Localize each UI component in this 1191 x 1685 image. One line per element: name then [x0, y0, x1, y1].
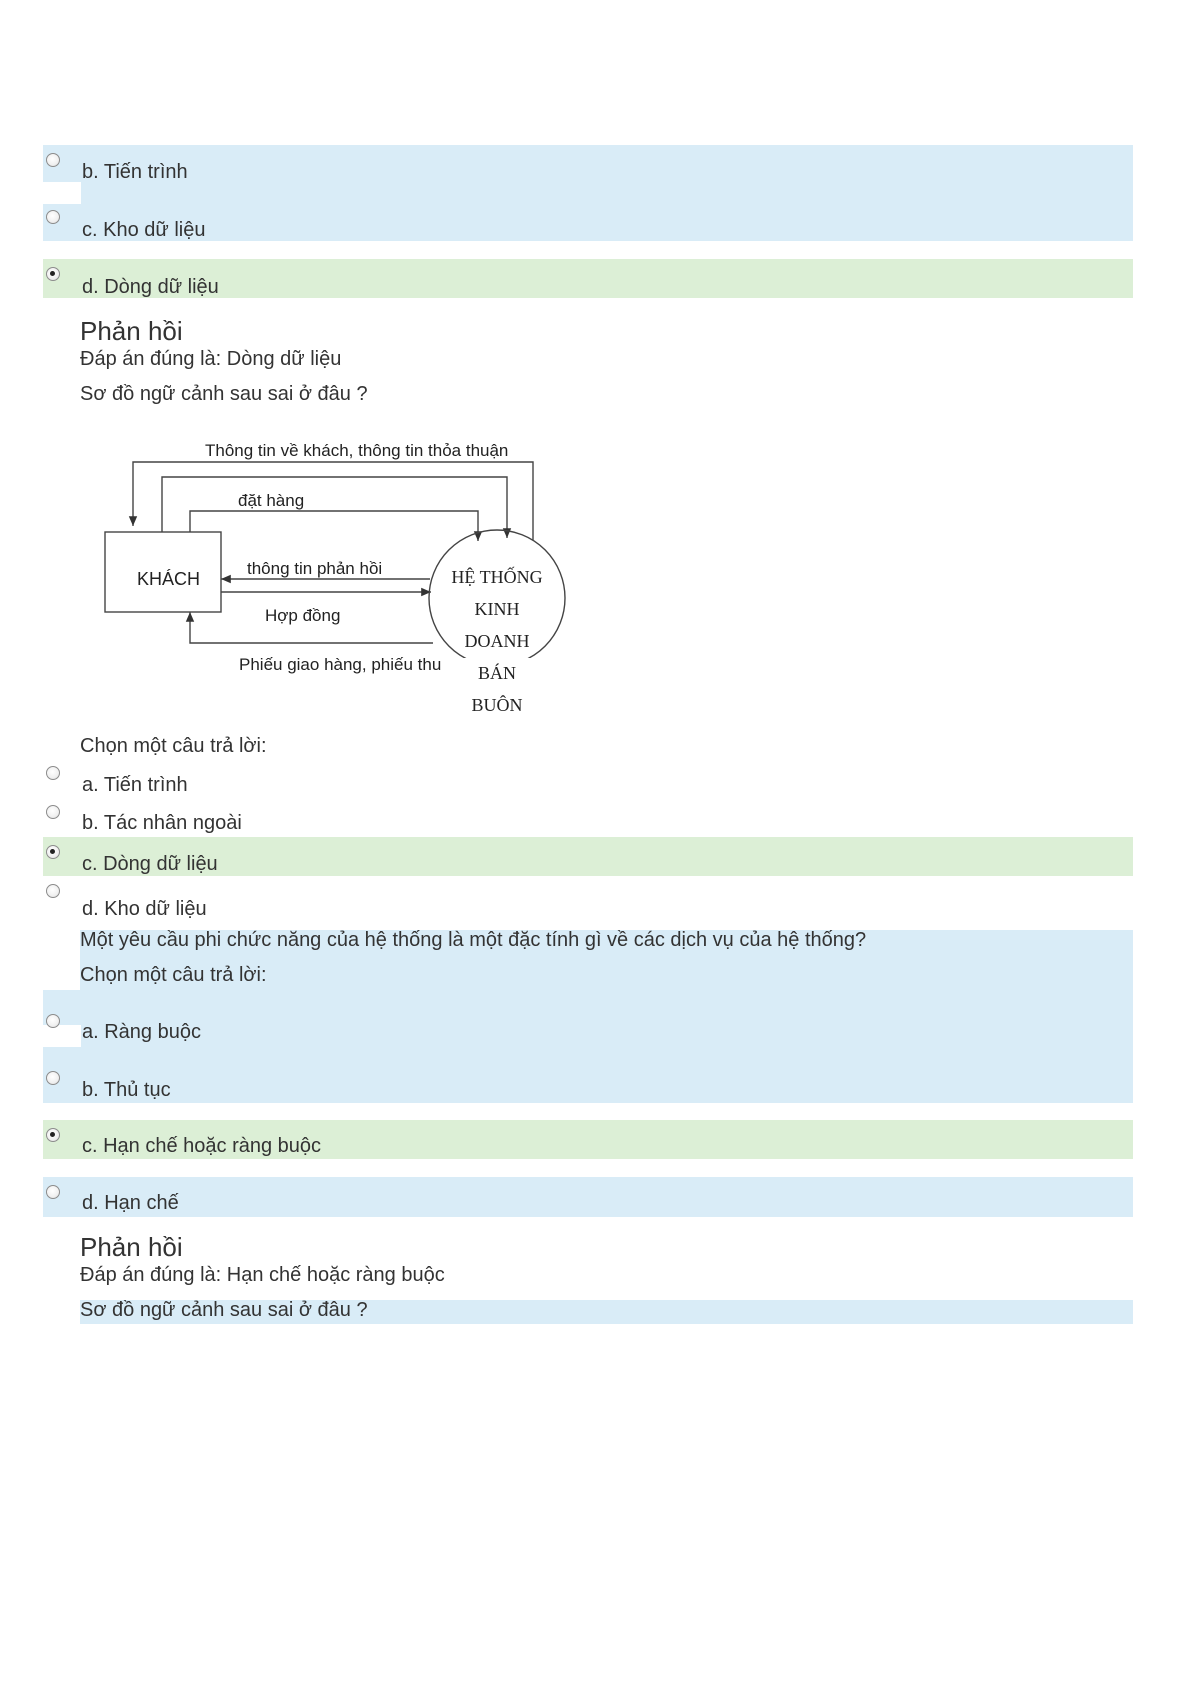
flow-arrow [189, 510, 483, 541]
diagram-label: đặt hàng [238, 491, 304, 510]
question-text: Sơ đồ ngữ cảnh sau sai ở đâu ? [80, 1299, 368, 1321]
entity-label: KHÁCH [137, 569, 200, 589]
radio-q1-d[interactable] [46, 267, 60, 281]
option-band-selected [43, 259, 1133, 298]
option-band-selected [43, 1120, 1133, 1159]
question-text: Một yêu cầu phi chức năng của hệ thống l… [80, 929, 867, 951]
question-band [80, 1300, 1133, 1324]
option-label[interactable]: a. Tiến trình [82, 774, 188, 796]
system-label: BUÔN [471, 694, 522, 715]
option-label[interactable]: a. Ràng buộc [82, 1021, 201, 1043]
flow-arrow [161, 476, 512, 538]
system-label: DOANH [465, 631, 530, 651]
radio-q2-a[interactable] [46, 766, 60, 780]
option-band [43, 145, 1133, 241]
radio-q2-d[interactable] [46, 884, 60, 898]
feedback-heading: Phản hồi [80, 1232, 183, 1262]
answer-prompt: Chọn một câu trả lời: [80, 735, 267, 757]
answer-prompt: Chọn một câu trả lời: [80, 964, 267, 986]
radio-q1-c[interactable] [46, 210, 60, 224]
entity-box [104, 531, 222, 613]
system-label: HỆ THỐNG [451, 566, 542, 587]
radio-q1-b[interactable] [46, 153, 60, 167]
option-band [43, 1177, 1133, 1217]
option-label[interactable]: c. Dòng dữ liệu [82, 853, 218, 875]
radio-q2-c[interactable] [46, 845, 60, 859]
system-label: KINH [475, 599, 520, 619]
option-label[interactable]: b. Tác nhân ngoài [82, 812, 242, 834]
flow-arrow [128, 461, 534, 540]
feedback-answer: Đáp án đúng là: Hạn chế hoặc ràng buộc [80, 1264, 445, 1286]
radio-q3-a[interactable] [46, 1014, 60, 1028]
radio-q3-b[interactable] [46, 1071, 60, 1085]
option-label[interactable]: b. Tiến trình [82, 161, 188, 183]
feedback-answer: Đáp án đúng là: Dòng dữ liệu [80, 348, 342, 370]
radio-gap [43, 1025, 81, 1047]
diagram-label: thông tin phản hồi [247, 559, 382, 578]
option-label[interactable]: d. Dòng dữ liệu [82, 276, 219, 298]
option-label[interactable]: b. Thủ tục [82, 1079, 171, 1101]
diagram-label: Phiếu giao hàng, phiếu thu [239, 655, 441, 674]
option-label[interactable]: c. Hạn chế hoặc ràng buộc [82, 1135, 322, 1157]
option-label[interactable]: d. Hạn chế [82, 1192, 179, 1214]
diagram-label: Hợp đồng [265, 606, 340, 625]
radio-q2-b[interactable] [46, 805, 60, 819]
radio-gap [43, 182, 81, 204]
radio-q3-d[interactable] [46, 1185, 60, 1199]
question-text: Sơ đồ ngữ cảnh sau sai ở đâu ? [80, 383, 368, 405]
system-label: BÁN [478, 662, 516, 683]
context-diagram: Thông tin về khách, thông tin thỏa thuận… [104, 441, 566, 718]
option-band-selected [43, 837, 1133, 876]
radio-q3-c[interactable] [46, 1128, 60, 1142]
diagram-label: Thông tin về khách, thông tin thỏa thuận [205, 441, 508, 460]
option-band [43, 990, 1133, 1103]
option-label[interactable]: d. Kho dữ liệu [82, 898, 207, 920]
option-label[interactable]: c. Kho dữ liệu [82, 219, 206, 241]
flow-arrow [185, 612, 433, 644]
feedback-heading: Phản hồi [80, 316, 183, 346]
